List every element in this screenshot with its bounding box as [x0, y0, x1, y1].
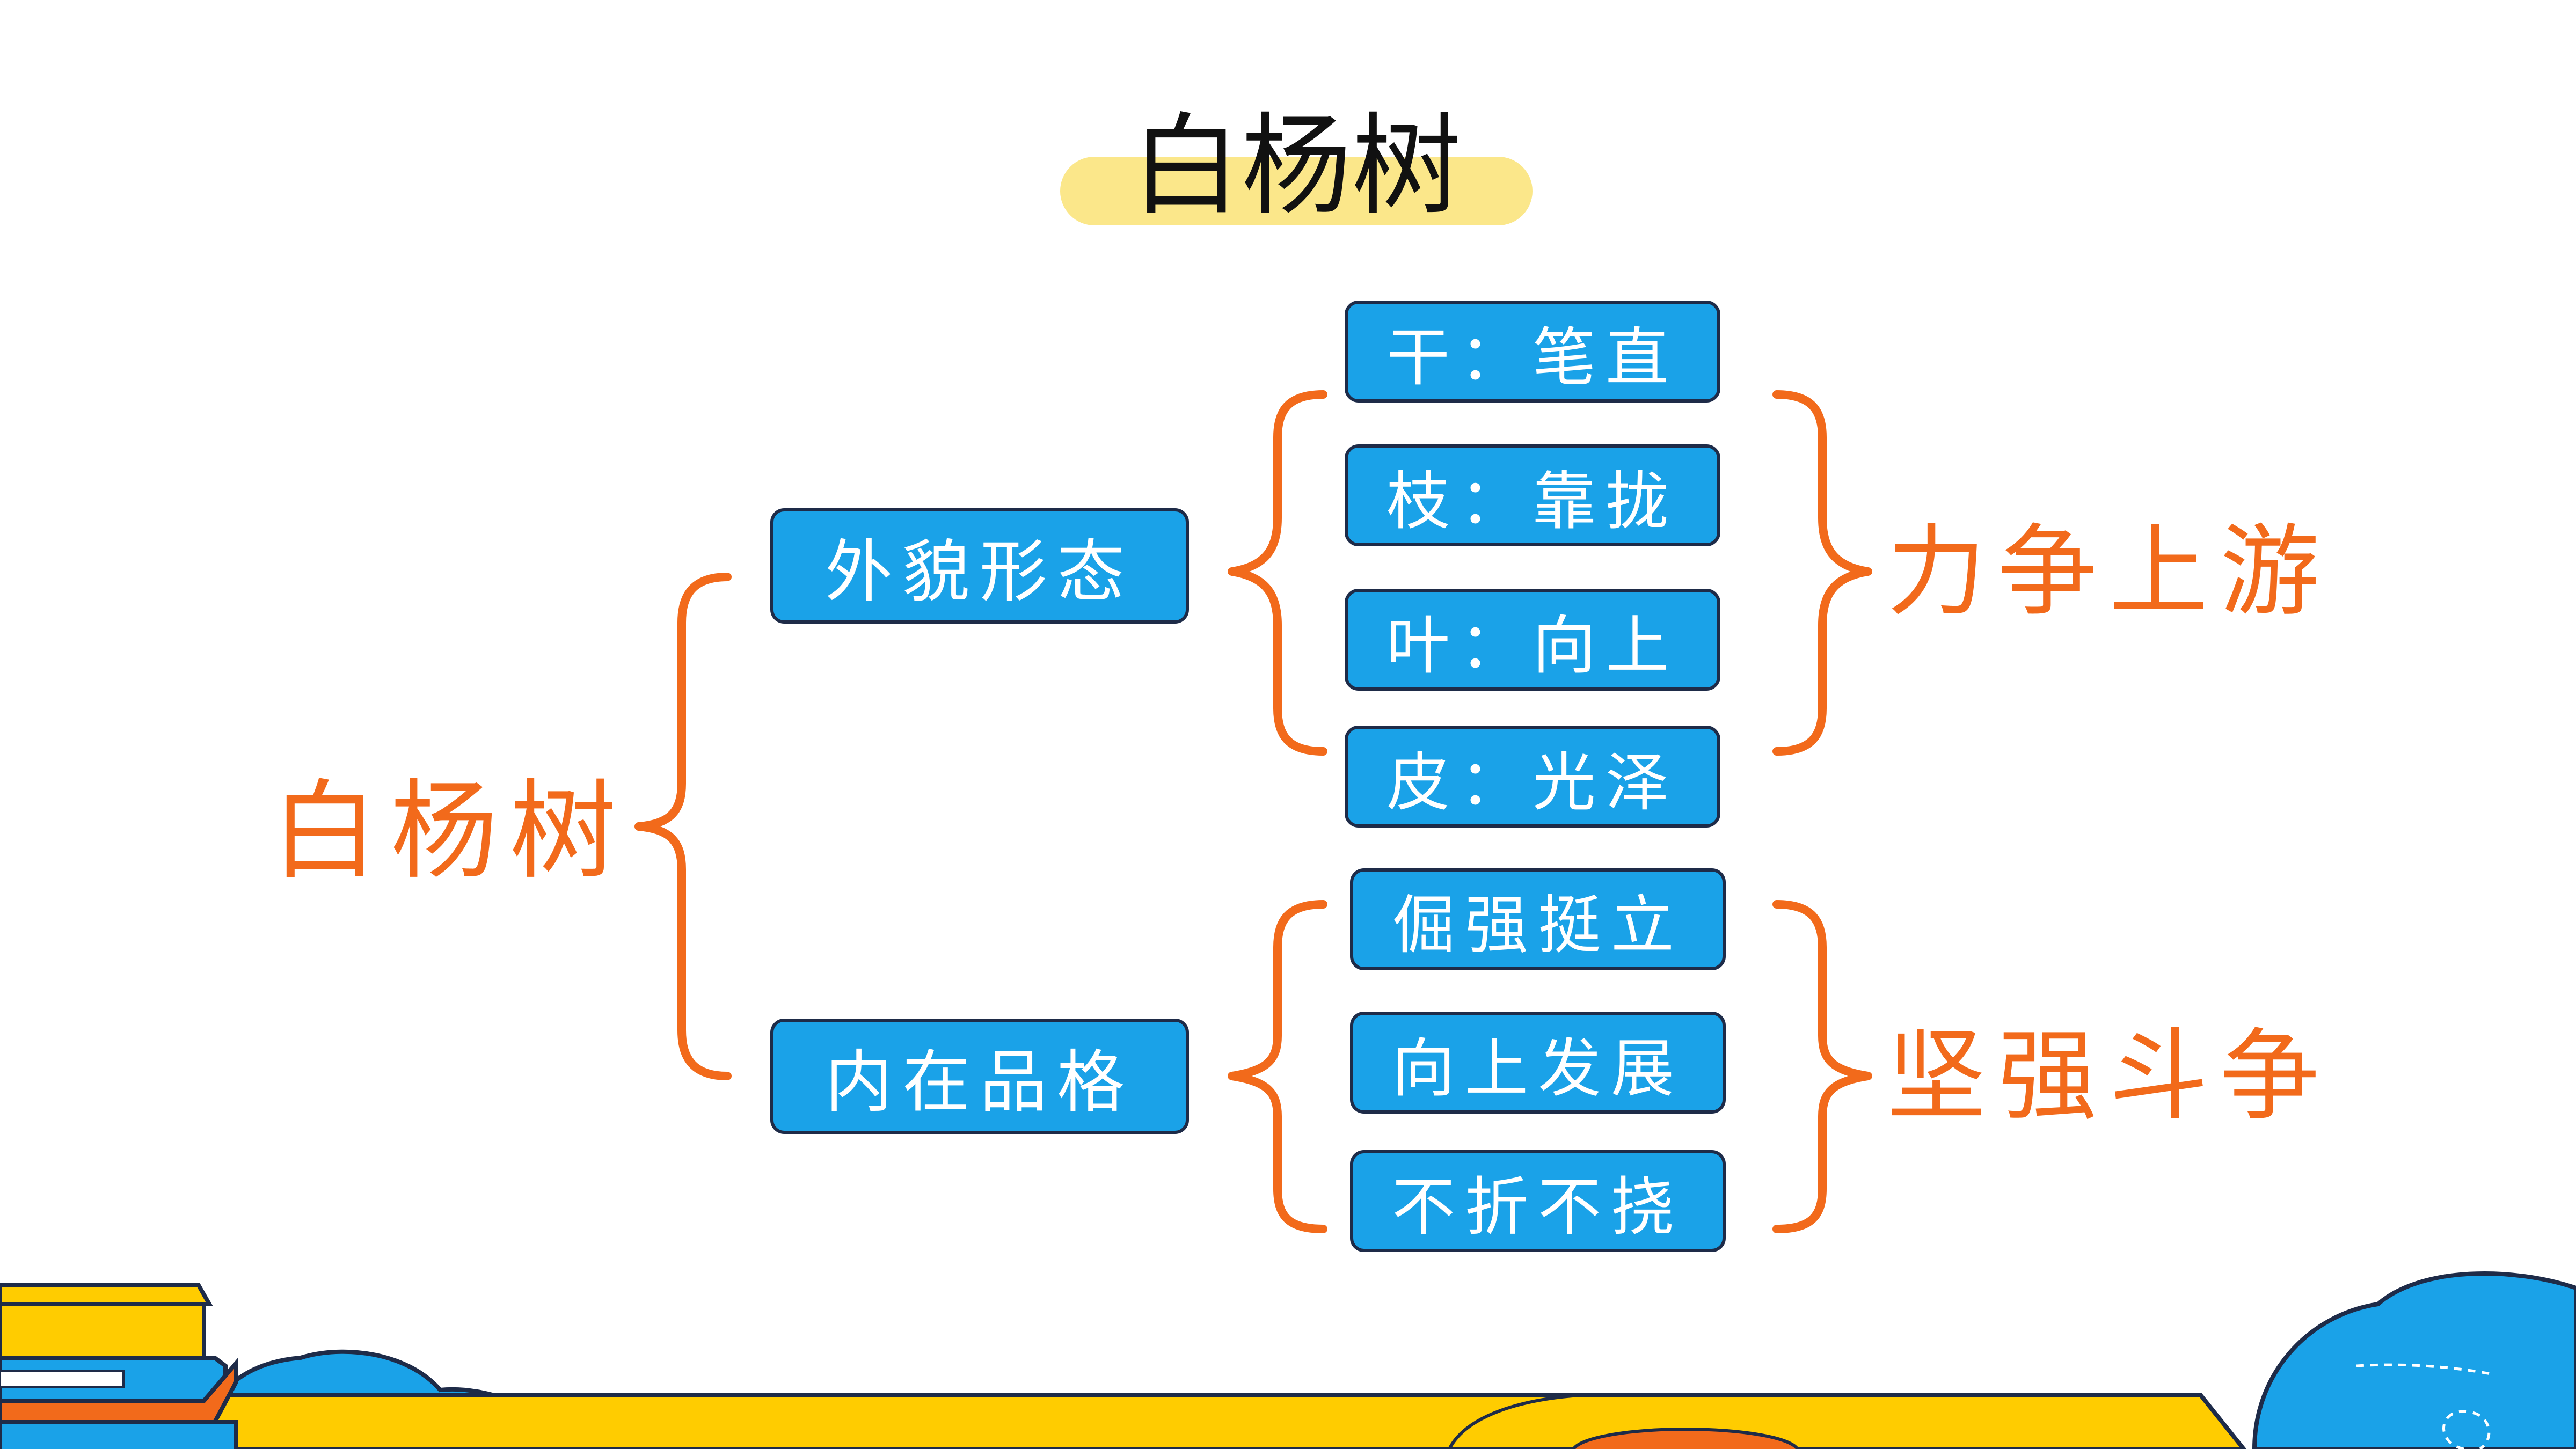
branch-1-summary: 力争上游 [1887, 514, 2331, 630]
root-bracket [634, 573, 732, 1080]
cloud-right-swirl [2442, 1410, 2491, 1449]
branch-1-item-2: 枝：靠拢 [1345, 444, 1720, 546]
cloud-right-dash [2356, 1363, 2491, 1375]
root-label: 白杨树 [271, 769, 629, 894]
branch-1-right-bracket [1772, 390, 1872, 756]
table-arc [1448, 1393, 1643, 1449]
branch-2-item-2: 向上发展 [1350, 1012, 1726, 1114]
cloud-right [2252, 1271, 2576, 1449]
branch-2-summary: 坚强斗争 [1887, 1018, 2331, 1134]
branch-1-item-4: 皮：光泽 [1345, 726, 1720, 828]
page-title: 白杨树 [1131, 103, 1462, 230]
branch-2-item-3: 不折不挠 [1350, 1150, 1726, 1252]
branch-2-label: 内在品格 [770, 1019, 1189, 1134]
title-highlight [1060, 157, 1533, 225]
branch-1-left-bracket [1228, 390, 1327, 756]
branch-1-item-1: 干：笔直 [1345, 301, 1720, 402]
branch-1-item-3: 叶：向上 [1345, 589, 1720, 691]
branch-2-left-bracket [1228, 900, 1327, 1233]
branch-1-label: 外貌形态 [770, 508, 1189, 624]
yellow-table [202, 1393, 2247, 1449]
branch-2-item-1: 倔强挺立 [1350, 868, 1726, 970]
books-stack [0, 1283, 238, 1449]
branch-2-right-bracket [1772, 900, 1872, 1233]
orange-object [1572, 1428, 1799, 1449]
